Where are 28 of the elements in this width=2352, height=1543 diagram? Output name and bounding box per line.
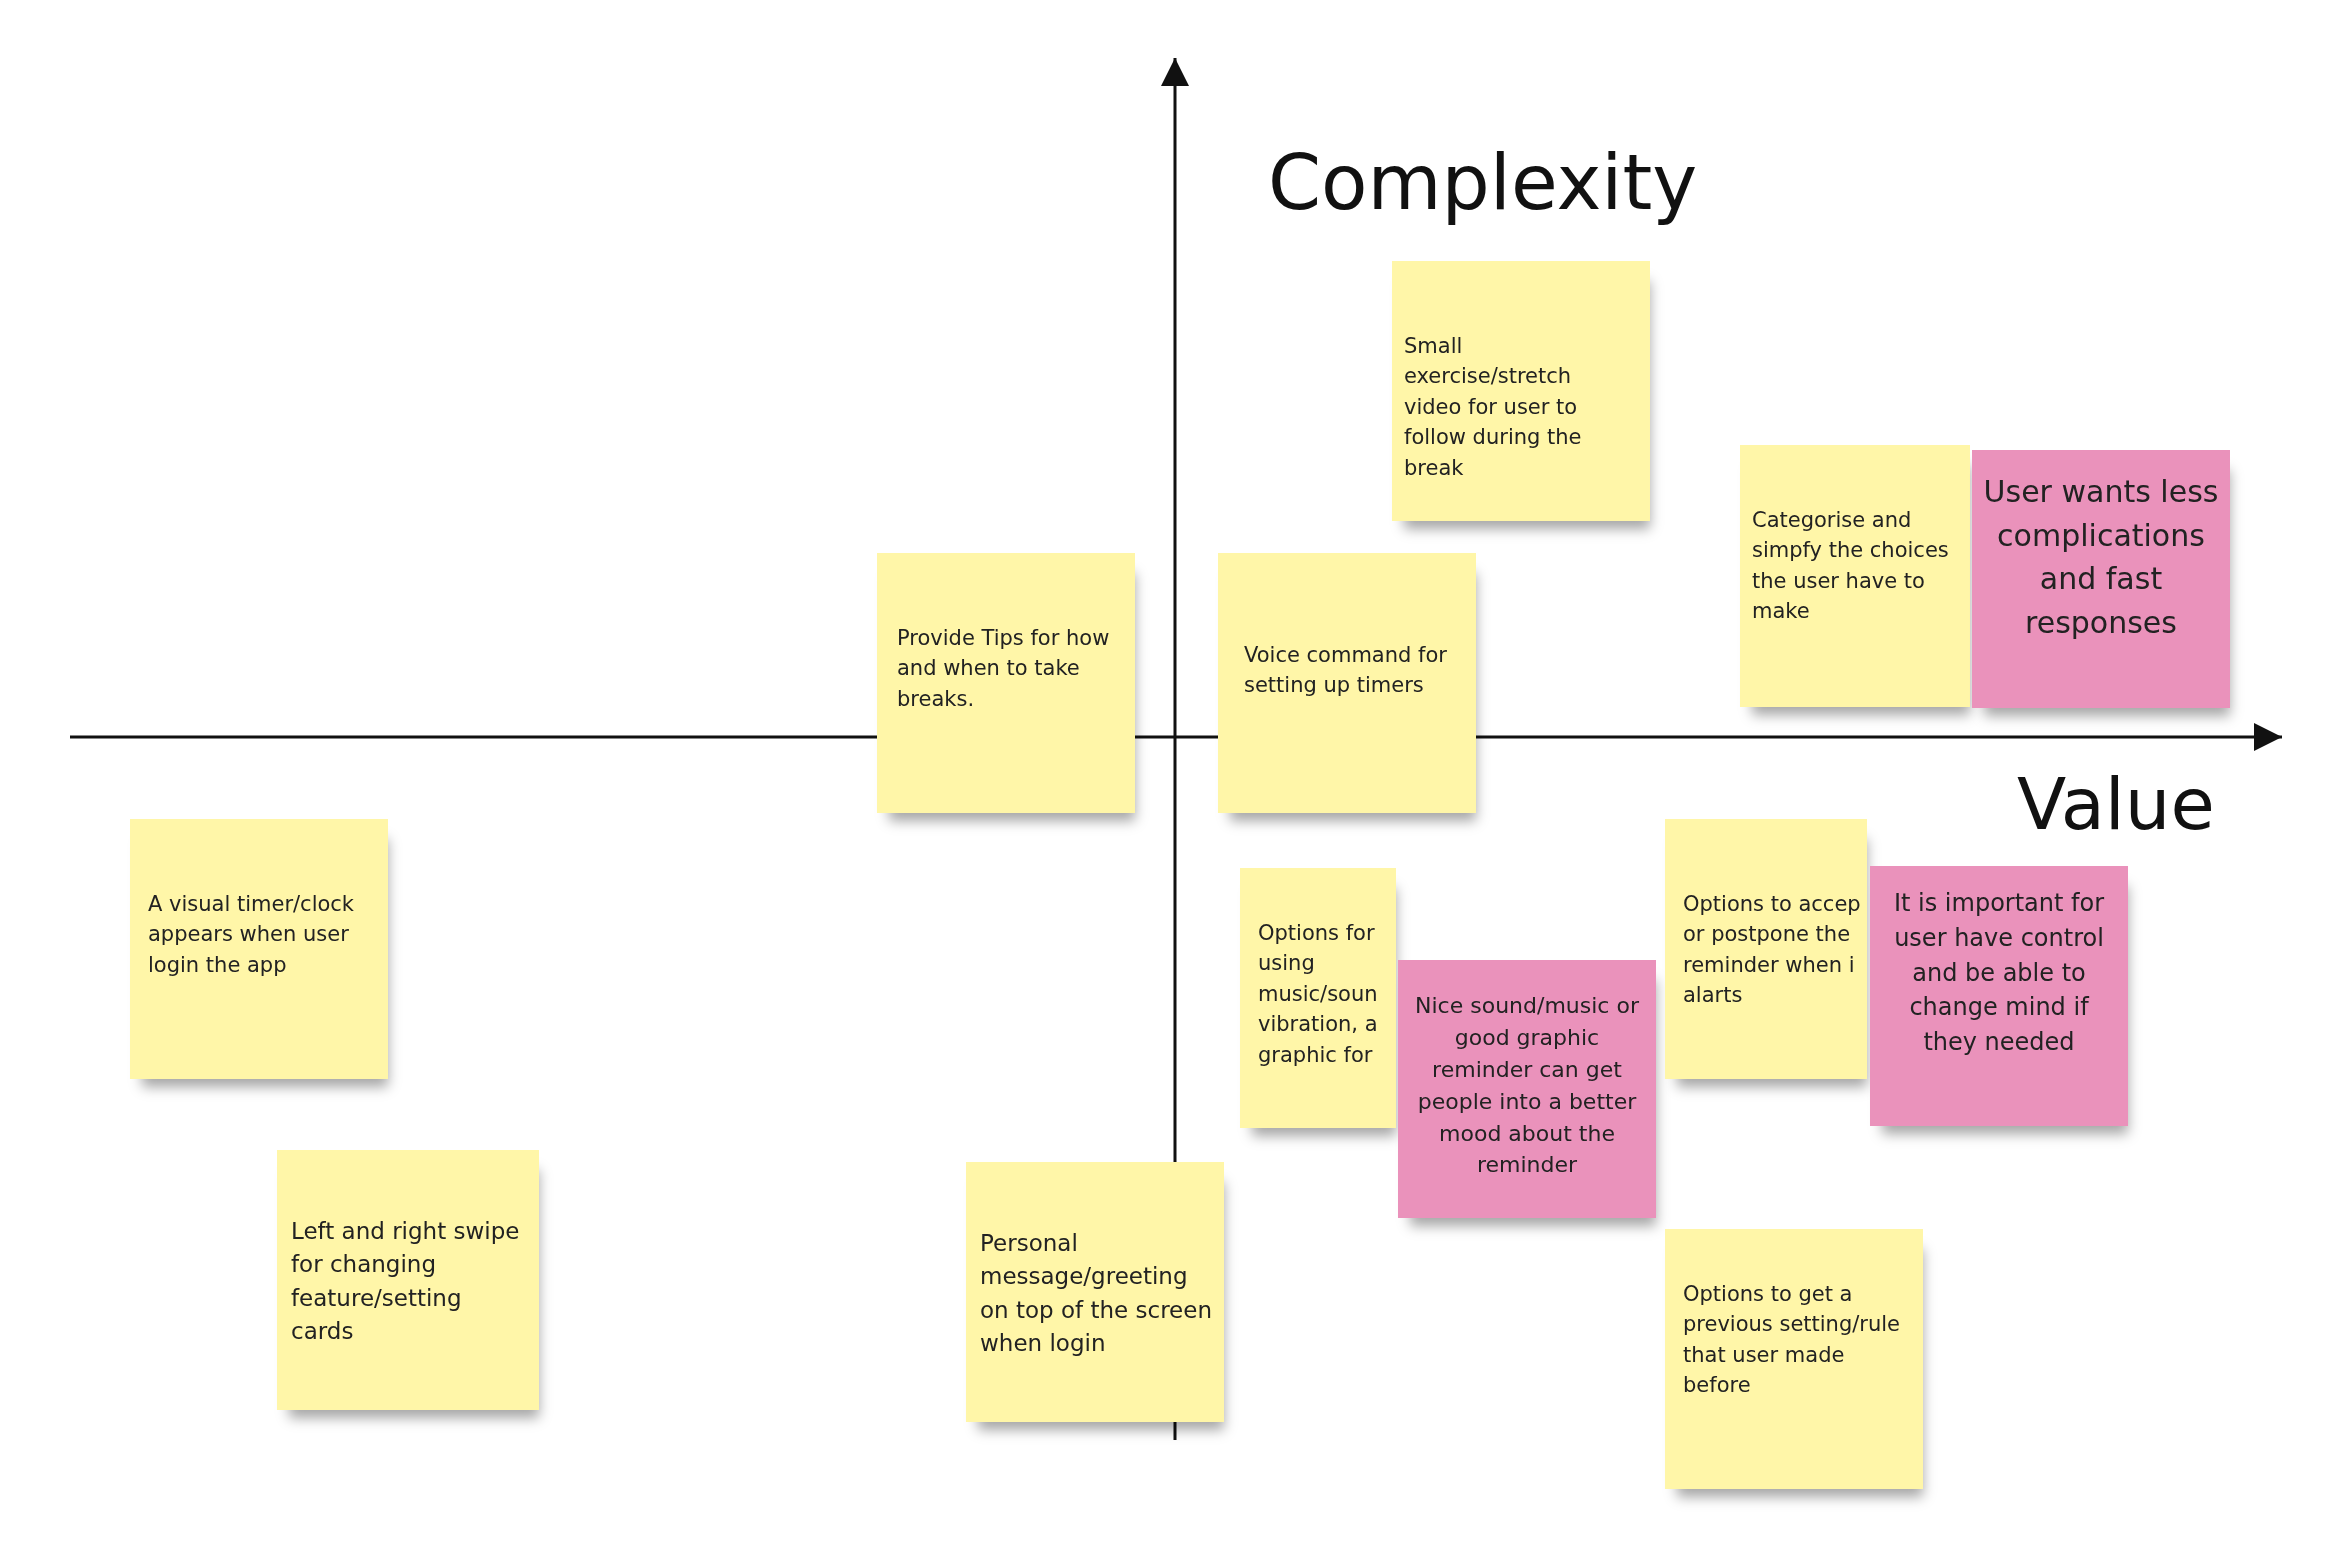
sticky-note [130,819,388,1079]
note-text: Options to accep or postpone the reminder when i alarts [1683,891,1862,1010]
note-text: Small exercise/stretch video for user to follow during the break [1404,333,1583,482]
sticky-note [1665,819,1867,1079]
note-text: Personal message/greeting on top of the screen when login [980,1229,1213,1359]
note-text: Nice sound/music or good graphic reminder can get people into a better mood about the reminder [1414,992,1640,1180]
note-text: A visual timer/clock appears when user login the app [148,891,356,979]
sticky-note [966,1162,1224,1422]
sticky-note [1665,1229,1923,1489]
sticky-note [877,553,1135,813]
sticky-note [1240,868,1396,1128]
sticky-note [277,1150,539,1410]
note-text: User wants less complications and fast responses [1982,473,2220,642]
note-text: Categorise and simpfy the choices the user have to make [1752,507,1950,626]
note-text: Left and right swipe for changing feature/setting cards [291,1217,521,1347]
note-text: Options for using music/soun vibration, a graphic for [1258,920,1379,1069]
sticky-note [1398,960,1656,1218]
sticky-note [1972,450,2230,708]
sticky-note [1740,445,1970,707]
note-text: Provide Tips for how and when to take breaks. [897,625,1111,713]
sticky-note [1218,553,1476,813]
axis-label: Complexity [1268,138,1698,227]
note-text: Voice command for setting up timers [1244,642,1448,700]
note-text: Options to get a previous setting/rule that user made before [1683,1281,1902,1400]
sticky-note [1870,866,2128,1126]
sticky-note [1392,261,1650,521]
note-text: It is important for user have control and be able to change mind if they needed [1892,888,2106,1059]
axis-label: Value [2017,762,2215,846]
